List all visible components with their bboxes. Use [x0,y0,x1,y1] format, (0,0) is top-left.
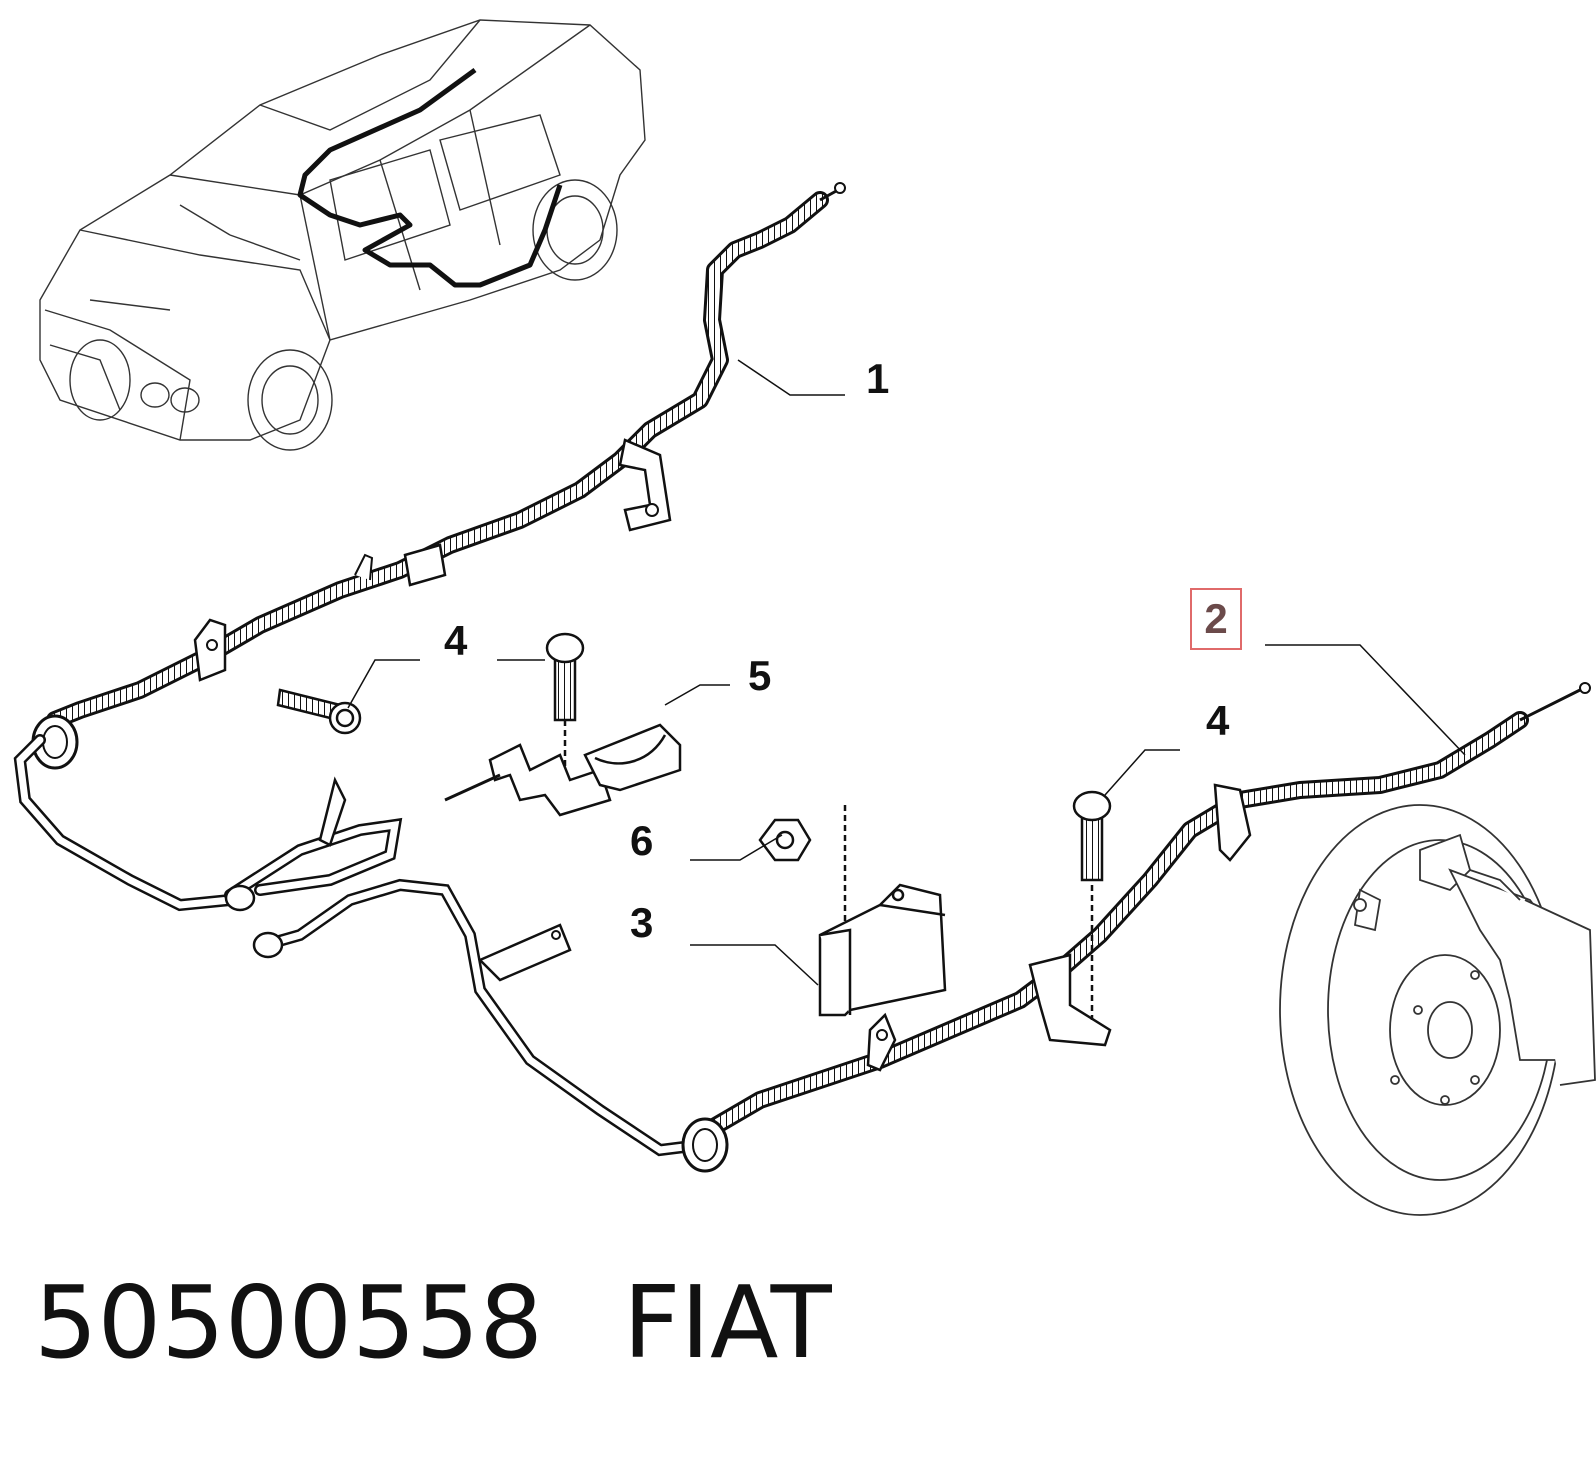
car-illustration [39,19,646,451]
callout-5: 5 [748,652,772,699]
callout-4-right: 4 [1206,697,1230,744]
callout-4-left: 4 [444,617,468,664]
cable-1 [31,182,846,770]
bracket-3 [818,883,947,1017]
leader-lines [347,359,1466,986]
car-cable-route [297,67,563,288]
callout-6: 6 [630,817,654,864]
callout-3: 3 [630,899,654,946]
bolt-4-right [1072,790,1112,1020]
brake-line [13,734,706,1157]
part-number: 50500558 [34,1264,543,1381]
brand-name: FIAT [622,1264,832,1381]
callout-2: 2 [1204,595,1228,642]
callout-2-highlight: 2 [1190,588,1242,650]
brake-disc-assembly [1279,804,1596,1216]
bolt-4-middle [545,632,585,790]
callout-1: 1 [866,355,890,402]
clip-5 [444,723,682,817]
cable-2 [681,682,1591,1173]
bolt-4-left [276,688,362,735]
